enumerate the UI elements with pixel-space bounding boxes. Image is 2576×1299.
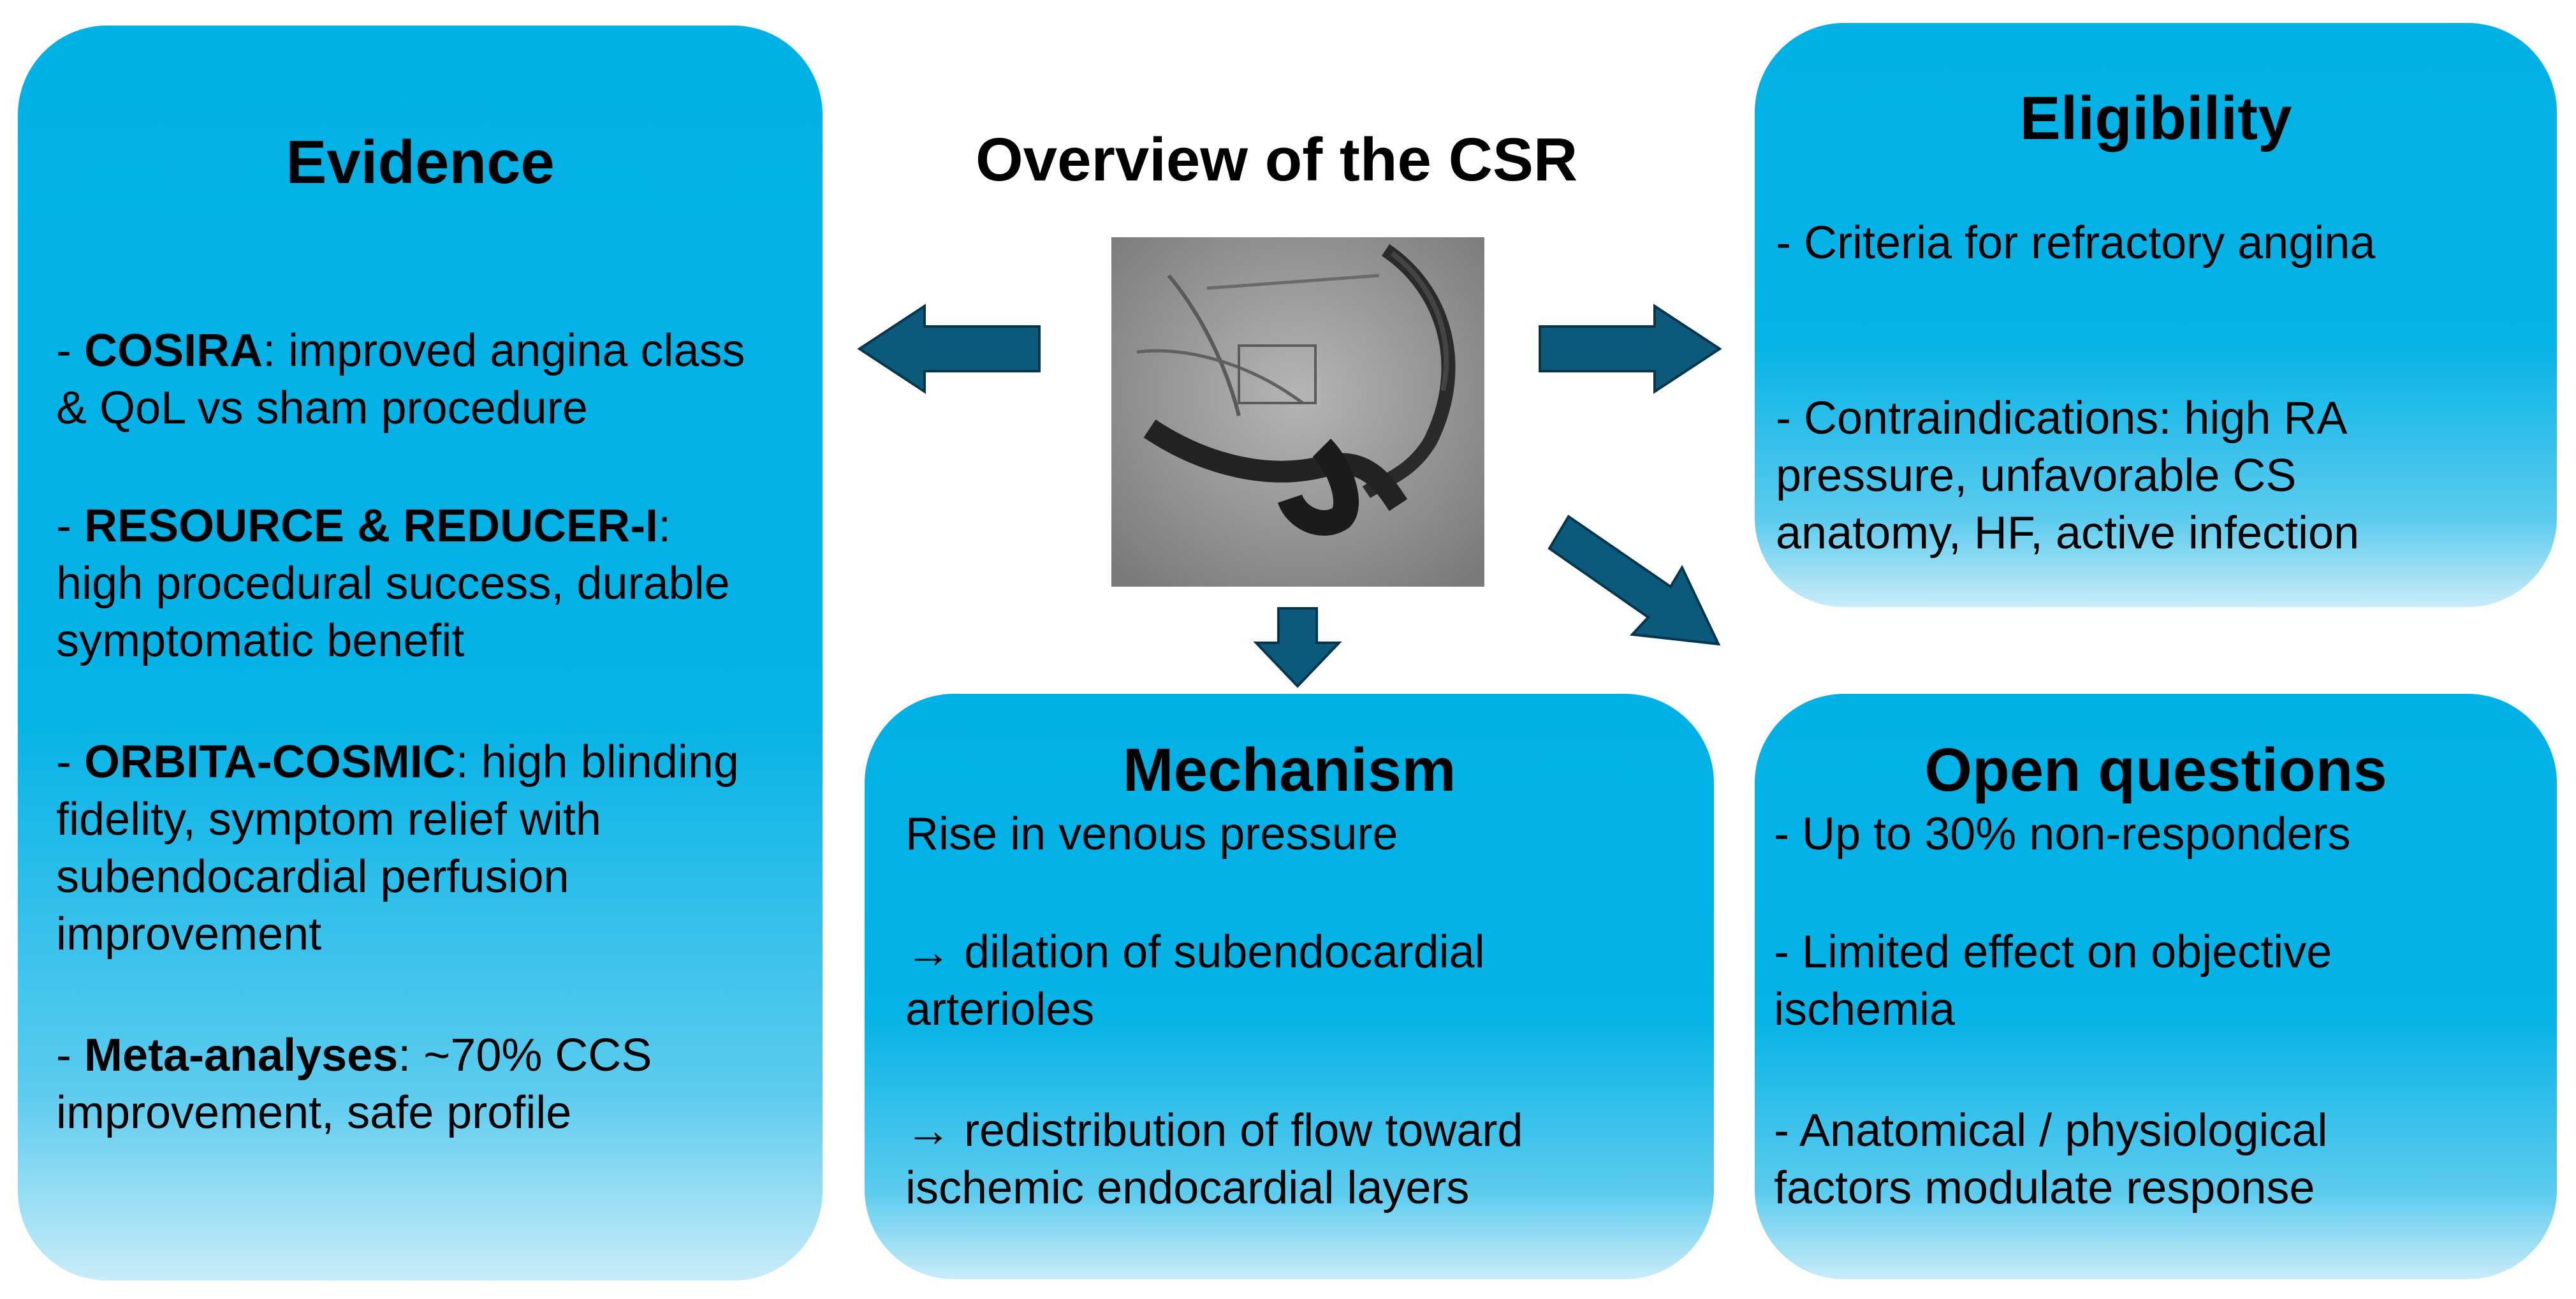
mechanism-line: → redistribution of flow toward	[905, 1105, 1523, 1156]
evidence-orbita-label: ORBITA-COSMIC	[84, 737, 456, 788]
evidence-item-orbita-cont: improvement	[56, 909, 322, 960]
evidence-item-meta: - Meta-analyses: ~70% CCS	[56, 1030, 652, 1081]
evidence-item-orbita: - ORBITA-COSMIC: high blinding	[56, 737, 739, 788]
mechanism-line: ischemic endocardial layers	[905, 1163, 1470, 1214]
evidence-item-resource-cont: symptomatic benefit	[56, 615, 465, 666]
evidence-item-cosira: - COSIRA: improved angina class	[56, 325, 745, 376]
mechanism-line: arterioles	[905, 984, 1095, 1035]
evidence-orbita-text: : high blinding	[455, 737, 739, 788]
open-questions-line: ischemia	[1774, 984, 1956, 1035]
evidence-cosira-text: : improved angina class	[263, 325, 745, 376]
evidence-panel: Evidence - COSIRA: improved angina class…	[18, 26, 823, 1281]
arrow-left-to-evidence	[857, 304, 1041, 394]
open-questions-line: - Up to 30% non-responders	[1774, 809, 2351, 860]
open-questions-line: - Limited effect on objective	[1774, 927, 2332, 978]
mechanism-title: Mechanism	[1122, 736, 1456, 804]
evidence-resource-label: RESOURCE & REDUCER-I	[84, 501, 659, 552]
eligibility-contraindications-cont: pressure, unfavorable CS	[1776, 450, 2297, 501]
open-questions-panel: Open questions - Up to 30% non-responder…	[1755, 694, 2557, 1279]
mechanism-line: → dilation of subendocardial	[905, 927, 1485, 978]
arrow-diagonal-to-open-questions	[1548, 515, 1721, 646]
evidence-title: Evidence	[286, 128, 555, 196]
angiography-image	[1111, 237, 1484, 587]
evidence-resource-text: :	[658, 501, 671, 552]
angiography-drawing	[1111, 237, 1484, 587]
evidence-meta-label: Meta-analyses	[84, 1030, 399, 1081]
evidence-item-meta-cont: improvement, safe profile	[56, 1087, 572, 1138]
evidence-cosira-label: COSIRA	[84, 325, 263, 376]
diagram-title: Overview of the CSR	[976, 126, 1578, 194]
eligibility-panel: Eligibility - Criteria for refractory an…	[1755, 23, 2557, 607]
mechanism-panel: Mechanism Rise in venous pressure → dila…	[865, 694, 1714, 1279]
eligibility-criteria: - Criteria for refractory angina	[1776, 217, 2376, 268]
evidence-meta-text: : ~70% CCS	[398, 1030, 652, 1081]
open-questions-line: factors modulate response	[1774, 1163, 2315, 1214]
evidence-item-orbita-cont: subendocardial perfusion	[56, 851, 569, 902]
evidence-item-cosira-cont: & QoL vs sham procedure	[56, 383, 588, 434]
open-questions-line: - Anatomical / physiological	[1774, 1105, 2328, 1156]
eligibility-contraindications-cont: anatomy, HF, active infection	[1776, 508, 2360, 559]
evidence-item-resource: - RESOURCE & REDUCER-I:	[56, 501, 671, 552]
eligibility-title: Eligibility	[2019, 84, 2292, 152]
mechanism-line: Rise in venous pressure	[905, 809, 1398, 860]
arrow-right-to-eligibility	[1539, 304, 1722, 394]
evidence-item-resource-cont: high procedural success, durable	[56, 558, 730, 609]
open-questions-title: Open questions	[1924, 736, 2387, 804]
eligibility-contraindications: - Contraindications: high RA	[1776, 393, 2348, 444]
arrow-down-to-mechanism	[1253, 607, 1342, 688]
evidence-item-orbita-cont: fidelity, symptom relief with	[56, 794, 601, 845]
